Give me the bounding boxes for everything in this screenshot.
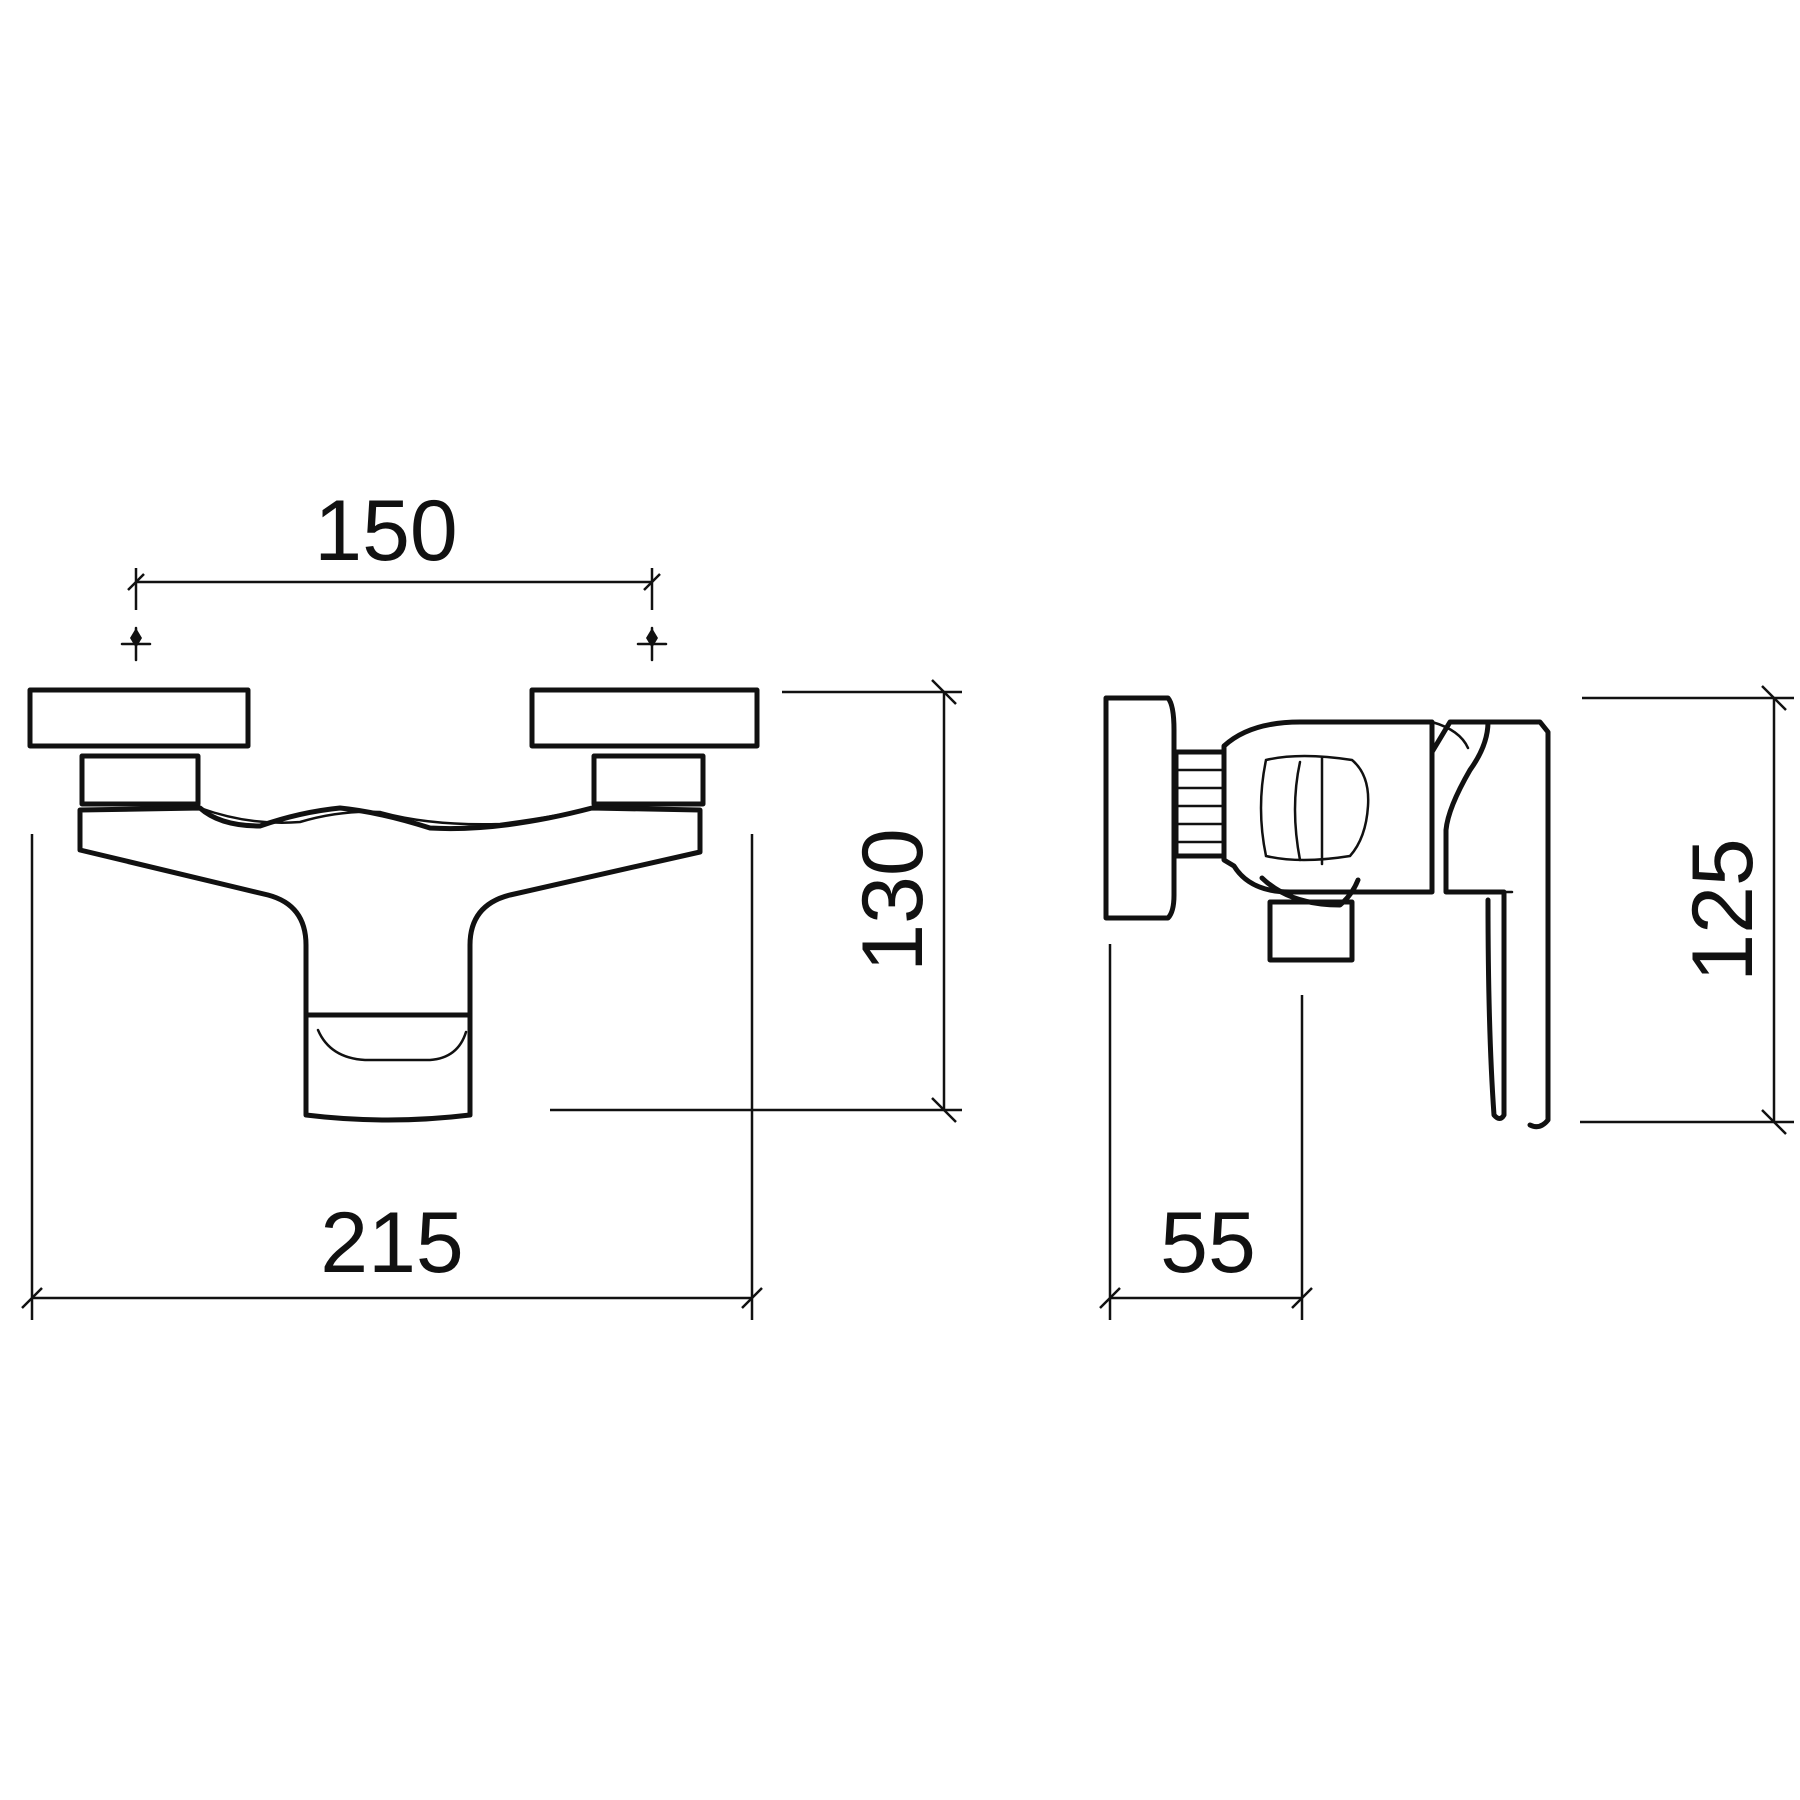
dimension-215 [21, 834, 763, 1320]
dimension-55-label: 55 [1160, 1195, 1256, 1291]
front-left-flange [27, 687, 251, 749]
front-view: 150 215 130 [21, 483, 962, 1320]
front-left-neck [79, 753, 201, 807]
front-spout-inner [316, 1028, 468, 1062]
dimension-150 [127, 568, 661, 610]
front-body [77, 805, 703, 1018]
side-outlet [1267, 899, 1355, 963]
side-wall-flange [1103, 695, 1177, 921]
side-view: 125 55 [1099, 685, 1794, 1320]
dimension-150-label: 150 [314, 483, 458, 579]
left-hole-center-mark [120, 626, 152, 662]
side-outlet-collar [1259, 875, 1361, 908]
front-spout [303, 1012, 473, 1123]
dimension-130 [550, 679, 962, 1123]
side-lever-detail [1430, 720, 1514, 894]
dimension-55 [1099, 944, 1313, 1320]
side-cartridge-inner [1293, 756, 1324, 866]
dimension-215-label: 215 [320, 1195, 464, 1291]
front-right-flange [529, 687, 760, 749]
side-connector [1173, 749, 1227, 859]
front-right-neck [591, 753, 706, 807]
front-body-contour [198, 806, 594, 826]
dimension-130-label: 130 [845, 828, 941, 972]
right-hole-center-mark [636, 626, 668, 662]
side-connector-threads [1176, 768, 1224, 844]
side-lever [1429, 719, 1507, 1121]
dimension-125 [1580, 685, 1794, 1135]
side-body [1221, 719, 1435, 895]
side-cartridge [1259, 754, 1370, 862]
dimension-125-label: 125 [1675, 838, 1771, 982]
side-lever-top [1485, 719, 1551, 1130]
